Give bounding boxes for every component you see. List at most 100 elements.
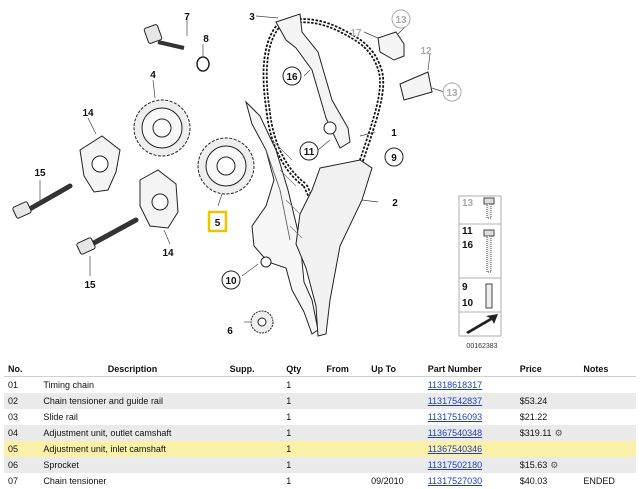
cell-price: $53.24	[515, 393, 580, 409]
cell-no: 02	[4, 393, 40, 409]
callout-2[interactable]: 2	[392, 198, 398, 209]
sprocket-6[interactable]	[250, 310, 274, 334]
circled-callout-11[interactable]: 11	[299, 141, 319, 161]
cell-notes	[579, 377, 636, 394]
cell-description: Sprocket	[39, 457, 226, 473]
part-number-link[interactable]: 11367540348	[427, 428, 483, 438]
table-row-selected[interactable]: 05 Adjustment unit, inlet camshaft 1 113…	[4, 441, 636, 457]
callout-14a[interactable]: 14	[82, 108, 94, 119]
cell-from	[322, 473, 367, 489]
bolt-upper[interactable]	[12, 183, 73, 219]
cell-upto	[367, 457, 424, 473]
cell-no: 01	[8, 380, 19, 390]
callout-15b[interactable]: 15	[84, 280, 96, 291]
cell-supp	[225, 393, 283, 409]
table-row[interactable]: 02 Chain tensioner and guide rail 1 1131…	[4, 393, 636, 409]
bolt-7[interactable]	[143, 24, 185, 50]
cell-description: Timing chain	[43, 380, 95, 390]
cell-price: $40.03	[519, 476, 548, 486]
callout-6[interactable]: 6	[227, 326, 233, 337]
price-value: $319.11	[519, 427, 552, 438]
part-number-link[interactable]: 11317502180	[427, 460, 483, 470]
bracket-12[interactable]	[399, 71, 433, 101]
col-supp: Supp.	[225, 362, 283, 377]
svg-text:10: 10	[225, 276, 237, 287]
cover-plate-lower[interactable]	[139, 169, 179, 229]
part-number-link[interactable]: 11318618317	[427, 380, 483, 390]
table-row[interactable]: 06 Sprocket 1 11317502180 $15.63⚙	[4, 457, 636, 473]
table-row[interactable]: 03 Slide rail 1 11317516093 $21.22	[4, 409, 636, 425]
cell-notes	[579, 409, 636, 425]
cell-supp	[225, 457, 283, 473]
cell-price	[516, 377, 580, 394]
cell-notes	[579, 457, 636, 473]
cog-icon[interactable]: ⚙	[554, 427, 563, 438]
washer-8[interactable]	[196, 56, 210, 72]
callout-14b[interactable]: 14	[162, 248, 174, 259]
cell-no: 04	[4, 425, 40, 441]
cell-from	[322, 377, 367, 394]
callout-17[interactable]: 17	[350, 28, 362, 39]
part-number-link[interactable]: 11317527030	[427, 476, 483, 486]
bolt-lower[interactable]	[76, 217, 139, 255]
col-from: From	[322, 362, 368, 377]
cell-upto	[367, 393, 424, 409]
circled-callout-16[interactable]: 16	[282, 66, 302, 86]
circled-callout-9[interactable]: 9	[384, 147, 404, 167]
fastener-inset: 13 11 16 9 10 00162383	[458, 195, 502, 350]
cell-qty: 1	[286, 476, 292, 486]
callout-5-highlight[interactable]: 5	[207, 210, 228, 233]
cell-upto	[367, 377, 424, 394]
callout-12[interactable]: 12	[420, 46, 432, 57]
diagram-ref-number: 00162383	[466, 343, 497, 350]
circled-callout-13a[interactable]: 13	[391, 9, 411, 29]
callout-1[interactable]: 1	[391, 128, 397, 139]
cell-notes: ENDED	[583, 476, 615, 486]
part-number-link[interactable]: 11317516093	[427, 412, 483, 422]
slide-rail[interactable]	[275, 13, 351, 149]
cog-icon[interactable]: ⚙	[550, 459, 559, 470]
cell-no: 06	[4, 457, 40, 473]
col-qty: Qty	[282, 362, 323, 377]
col-description: Description	[39, 362, 226, 377]
cell-qty: 1	[282, 457, 323, 473]
chain-tensioner-guide-rail[interactable]	[245, 100, 373, 337]
cell-part-number: 11367540348	[423, 425, 516, 441]
cell-part-number: 11317502180	[423, 457, 516, 473]
bracket-17[interactable]	[377, 31, 405, 61]
adjustment-unit-inlet-camshaft[interactable]	[197, 137, 255, 195]
callout-7[interactable]: 7	[184, 12, 190, 23]
adjustment-unit-outlet-camshaft[interactable]	[133, 99, 191, 157]
table-header-row: No. Description Supp. Qty From Up To Par…	[4, 362, 636, 377]
circled-callout-10[interactable]: 10	[221, 270, 241, 290]
cell-description: Adjustment unit, outlet camshaft	[39, 425, 226, 441]
cell-no: 05	[4, 441, 40, 457]
table-row[interactable]: 01 Timing chain 1 11318618317	[4, 377, 636, 394]
inset-label-13: 13	[462, 198, 474, 209]
part-number-link[interactable]: 11317542837	[427, 396, 483, 406]
callout-3[interactable]: 3	[249, 12, 255, 23]
table-row[interactable]: 04 Adjustment unit, outlet camshaft 1 11…	[4, 425, 636, 441]
cell-supp	[225, 425, 283, 441]
inset-bolt-11-16	[483, 229, 495, 273]
cell-upto	[367, 409, 424, 425]
table-row[interactable]: 07 Chain tensioner 1 09/2010 11317527030…	[4, 473, 636, 489]
cell-description: Chain tensioner	[43, 476, 107, 486]
cell-from	[322, 409, 367, 425]
inset-bolt-13	[483, 197, 495, 219]
inset-label-16: 16	[462, 240, 474, 251]
cover-plate-upper[interactable]	[79, 135, 121, 193]
callout-8[interactable]: 8	[203, 34, 209, 45]
svg-text:11: 11	[304, 147, 315, 158]
col-upto: Up To	[367, 362, 424, 377]
callout-15a[interactable]: 15	[34, 168, 46, 179]
callout-4[interactable]: 4	[150, 70, 156, 81]
cell-qty: 1	[282, 393, 323, 409]
col-part-number: Part Number	[423, 362, 516, 377]
cell-upto	[367, 441, 424, 457]
part-number-link[interactable]: 11367540346	[427, 444, 483, 454]
cell-description: Adjustment unit, inlet camshaft	[39, 441, 226, 457]
parts-table: No. Description Supp. Qty From Up To Par…	[4, 362, 636, 489]
circled-callout-13b[interactable]: 13	[442, 82, 462, 102]
cell-supp	[226, 377, 283, 394]
